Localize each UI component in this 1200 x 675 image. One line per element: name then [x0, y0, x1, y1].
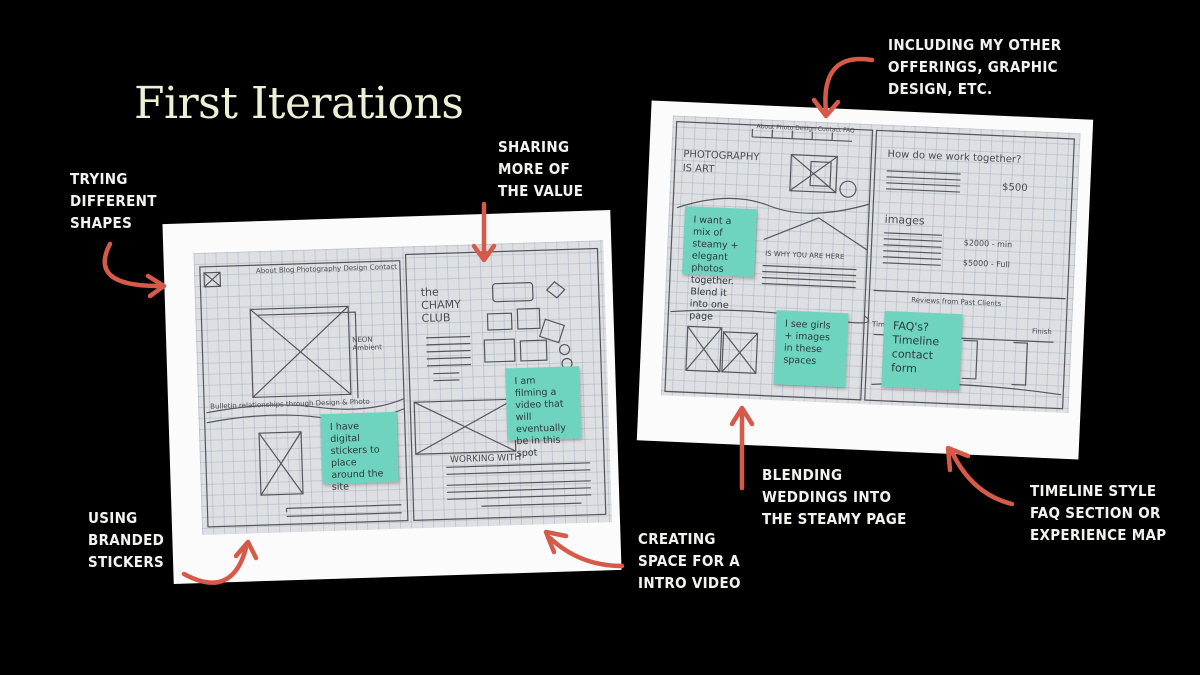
sticky-note-video: I am filming a video that will eventuall… [505, 366, 582, 459]
sketch-photography-right: PHOTOGRAPHY IS ART [682, 148, 760, 176]
sketch-images-right: images [884, 212, 925, 228]
sketch-lines-left [199, 247, 607, 528]
page-title: First Iterations [134, 78, 464, 129]
arrow-shape-offerings [823, 56, 875, 115]
arrow-shape-trying [102, 241, 161, 289]
sticky-note-girls: I see girls + images in these spaces [773, 310, 849, 388]
arrow-head-trying [145, 273, 167, 299]
sticky-note-faq: FAQ's? Timeline contact form [881, 310, 963, 391]
sticky-note-mix: I want a mix of steamy + elegant photos … [682, 206, 757, 322]
sketch-photo-right: About Photo Design Contact FAQ PHOTOGRAP… [636, 100, 1094, 460]
sketch-photo-left: About Blog Photography Design Contact th… [162, 210, 622, 584]
sketch-club-left: the CHAMY CLUB [420, 285, 462, 326]
sketch-finish-right: Finish [1031, 327, 1053, 337]
sketch-price-right: $500 [1001, 181, 1028, 195]
sticky-note-stickers: I have digital stickers to place around … [320, 411, 399, 493]
wireframe-sketch-left: About Blog Photography Design Contact th… [193, 240, 613, 536]
sketch-neon-left: NEON Ambient [352, 335, 383, 353]
arrow-shape-timeline [949, 449, 1015, 507]
